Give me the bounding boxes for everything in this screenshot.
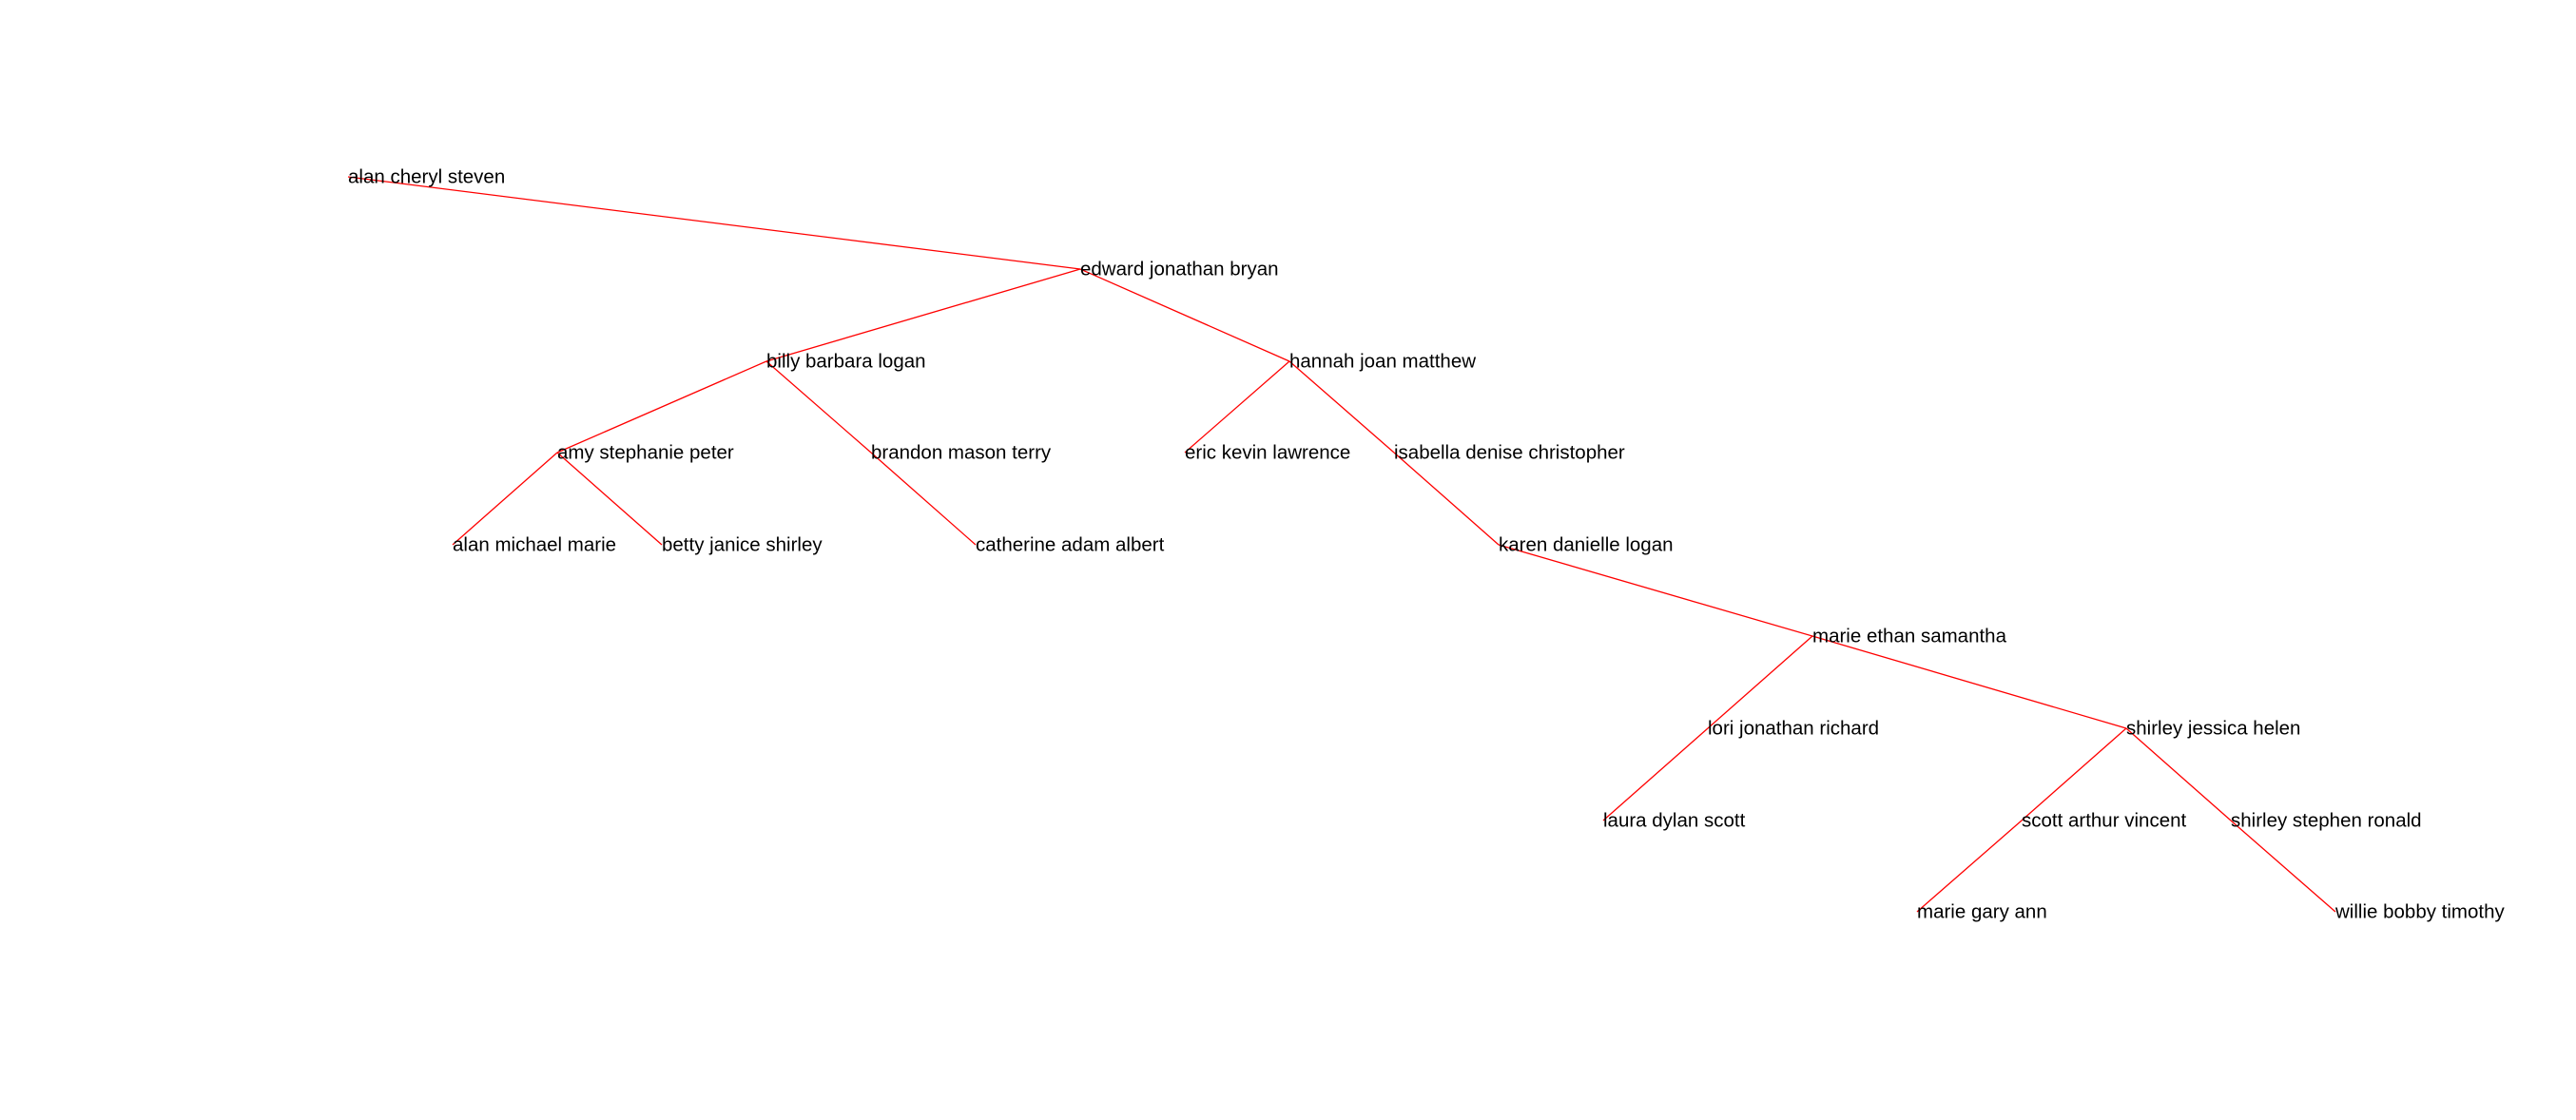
node-label-n8: isabella denise christopher (1394, 442, 1625, 464)
node-label-n13: marie ethan samantha (1812, 626, 2007, 647)
tree-edge-n3-n6 (765, 360, 872, 454)
node-label-n16: laura dylan scott (1603, 810, 1746, 832)
node-label-n7: eric kevin lawrence (1185, 442, 1350, 464)
tree-edge-n18-n20 (2230, 820, 2336, 913)
tree-edge-n1-n2 (347, 176, 1081, 270)
tree-edge-n15-n18 (2125, 727, 2232, 821)
node-label-n1: alan cheryl steven (348, 166, 505, 188)
tree-edge-n13-n15 (1811, 635, 2127, 729)
node-label-n10: betty janice shirley (662, 534, 823, 556)
node-label-n17: scott arthur vincent (2022, 810, 2186, 832)
tree-edge-n15-n17 (2021, 727, 2127, 821)
tree-edge-n8-n12 (1393, 452, 1500, 546)
tree-edge-n12-n13 (1498, 544, 1813, 637)
tree-edge-n14-n16 (1602, 727, 1709, 821)
tree-edge-n5-n10 (556, 452, 663, 546)
labels-layer: alan cheryl steven edward jonathan bryan b… (348, 166, 2505, 923)
tree-edge-n4-n8 (1288, 360, 1395, 454)
tree-edge-n3-n5 (556, 360, 767, 454)
node-label-n20: willie bobby timothy (2334, 901, 2505, 923)
node-label-n19: marie gary ann (1917, 901, 2047, 923)
node-label-n3: billy barbara logan (766, 351, 926, 373)
node-label-n5: amy stephanie peter (557, 442, 734, 464)
node-label-n15: shirley jessica helen (2126, 718, 2300, 740)
node-label-n4: hannah joan matthew (1289, 351, 1476, 373)
tree-edge-n6-n11 (870, 452, 977, 546)
tree-edge-n2-n3 (765, 268, 1081, 362)
node-label-n9: alan michael marie (453, 534, 616, 556)
tree-edge-n17-n19 (1916, 820, 2023, 913)
tree-edge-n13-n14 (1707, 635, 1813, 729)
node-label-n6: brandon mason terry (871, 442, 1052, 464)
node-label-n11: catherine adam albert (976, 534, 1165, 556)
tree-edge-n4-n7 (1184, 360, 1290, 454)
edges-layer (347, 176, 2336, 913)
node-label-n2: edward jonathan bryan (1080, 259, 1279, 280)
tree-edge-n5-n9 (452, 452, 558, 546)
node-label-n12: karen danielle logan (1499, 534, 1674, 556)
node-label-n14: lori jonathan richard (1708, 718, 1879, 740)
node-label-n18: shirley stephen ronald (2231, 810, 2422, 832)
tree-edge-n2-n4 (1079, 268, 1290, 362)
